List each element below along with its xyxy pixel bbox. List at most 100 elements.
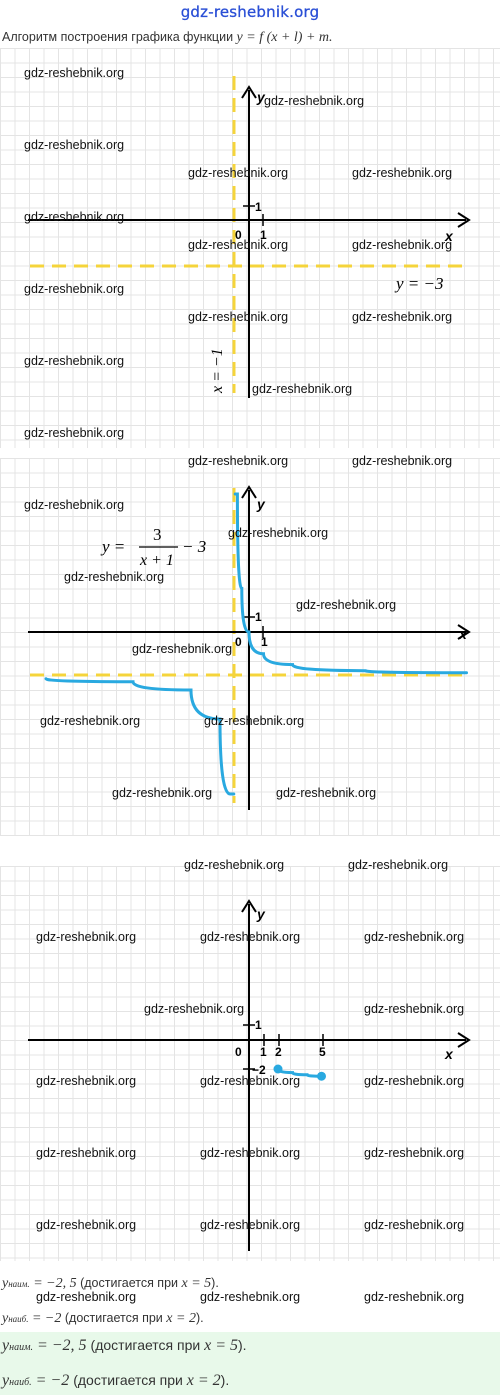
graph-3-panel: y x 0 1 2 5 1 −2 [0,866,500,1261]
answer-max-large: yнаиб. = −2 (достигается при x = 2). [2,1372,229,1390]
answer-min-var: y [2,1276,9,1291]
answer-max-note: (достигается при [73,1372,187,1388]
watermark: gdz-reshebnik.org [352,454,453,468]
tick-y-1-label: 1 [255,1018,262,1032]
answer-max-var: y [2,1372,10,1389]
tick-x-2-label: 2 [275,1045,282,1059]
answer-max-var: y [2,1311,9,1326]
answer-max-note: (достигается при [64,1311,167,1325]
formula-numerator: 3 [153,525,162,544]
answer-min-note: (достигается при [80,1276,182,1290]
answer-min-large: yнаим. = −2, 5 (достигается при x = 5). [2,1337,247,1355]
answer-min-sub: наим. [9,1342,33,1353]
watermark: gdz-reshebnik.org [132,642,233,656]
watermark: gdz-reshebnik.org [252,382,353,396]
x-axis-label: x [458,626,468,642]
site-header-link[interactable]: gdz-reshebnik.org [180,3,320,21]
watermark: gdz-reshebnik.org [24,138,125,152]
y-axis-label: y [256,89,266,105]
graph-2-svg: y x 0 1 1 y = 3 x + 1 − 3 [28,485,471,810]
answer-max-sub: наиб. [8,1314,29,1324]
watermark: gdz-reshebnik.org [40,714,141,728]
asymptote-horizontal-label: y = −3 [394,274,444,293]
formula-lhs: y = [100,537,125,556]
watermark: gdz-reshebnik.org [296,598,397,612]
watermark: gdz-reshebnik.org [188,238,289,252]
x-axis-label: x [444,228,454,244]
intro-label: Алгоритм построения графика функции [2,30,237,44]
watermark: gdz-reshebnik.org [112,786,213,800]
watermark: gdz-reshebnik.org [188,310,289,324]
curve-branch-1 [276,1067,323,1078]
answer-max-eq: = −2 [31,1372,74,1389]
watermark: gdz-reshebnik.org [24,426,125,440]
y-axis-label: y [256,906,266,922]
watermark: gdz-reshebnik.org [200,930,301,944]
graph-1-svg: y x 0 1 1 y = −3 x = −1 [28,76,471,398]
origin-label: 0 [235,635,242,649]
watermark: gdz-reshebnik.org [200,1290,301,1304]
x-axis-arrow [457,624,471,640]
answer-max-end: ). [195,1311,204,1325]
watermark: gdz-reshebnik.org [24,282,125,296]
answer-max-end: ). [220,1372,230,1388]
watermark: gdz-reshebnik.org [352,166,453,180]
watermark: gdz-reshebnik.org [36,1218,137,1232]
tick-x-1-label: 1 [261,635,268,649]
watermark: gdz-reshebnik.org [64,570,165,584]
watermark: gdz-reshebnik.org [200,1074,301,1088]
graph-3-svg: y x 0 1 2 5 1 −2 [28,899,471,1251]
watermark: gdz-reshebnik.org [204,714,305,728]
watermark: gdz-reshebnik.org [184,858,285,872]
graph-3-curves [273,1064,326,1081]
watermark: gdz-reshebnik.org [364,1074,465,1088]
y-axis-arrow [241,85,257,99]
tick-y-1-label: 1 [255,610,262,624]
answer-max-x: x = 2 [186,1372,221,1389]
watermark: gdz-reshebnik.org [228,526,329,540]
endpoint-dot-2 [317,1071,326,1081]
endpoint-dot-1 [273,1064,283,1074]
watermark: gdz-reshebnik.org [264,94,365,108]
answer-min-eq: = −2, 5 [32,1337,91,1354]
watermark: gdz-reshebnik.org [24,354,125,368]
watermark: gdz-reshebnik.org [188,166,289,180]
tick-x-1-label: 1 [260,228,267,242]
watermark: gdz-reshebnik.org [36,930,137,944]
answer-max-x: x = 2 [166,1311,196,1326]
tick-x-5-label: 5 [319,1045,326,1059]
answer-min-note: (достигается при [90,1337,205,1353]
answer-max-sub: наиб. [9,1377,32,1388]
asymptote-vertical-label: x = −1 [209,348,226,394]
answer-min-x: x = 5 [181,1276,212,1291]
answer-min-eq: = −2, 5 [29,1276,81,1291]
tick-y-1-label: 1 [255,200,262,214]
watermark: gdz-reshebnik.org [36,1290,137,1304]
watermark: gdz-reshebnik.org [24,210,125,224]
intro-text: Алгоритм построения графика функции y = … [2,30,333,46]
graph-2-panel: y x 0 1 1 y = 3 x + 1 − 3 [0,458,500,836]
x-axis-arrow [457,1032,471,1048]
y-axis-arrow [241,485,257,499]
watermark: gdz-reshebnik.org [24,66,125,80]
y-axis-label: y [256,496,266,512]
curve-branch-2 [44,677,236,796]
curve-branch-1 [233,492,468,675]
watermark: gdz-reshebnik.org [352,238,453,252]
watermark: gdz-reshebnik.org [276,786,377,800]
watermark: gdz-reshebnik.org [364,1146,465,1160]
formula-tail: − 3 [182,537,206,556]
watermark: gdz-reshebnik.org [364,1002,465,1016]
watermark: gdz-reshebnik.org [144,1002,245,1016]
graph-1-panel: y x 0 1 1 y = −3 x = −1 [0,48,500,448]
answer-max-small: yнаиб. = −2 (достигается при x = 2). [2,1311,204,1327]
tick-x-1-label: 1 [260,1045,267,1059]
watermark: gdz-reshebnik.org [188,454,289,468]
answer-min-end: ). [238,1337,247,1353]
formula-denominator: x + 1 [139,552,174,569]
site-header[interactable]: gdz-reshebnik.org [0,0,500,26]
watermark: gdz-reshebnik.org [352,310,453,324]
answer-min-end: ). [211,1276,219,1290]
watermark: gdz-reshebnik.org [364,930,465,944]
graph-2-curves [44,492,468,796]
